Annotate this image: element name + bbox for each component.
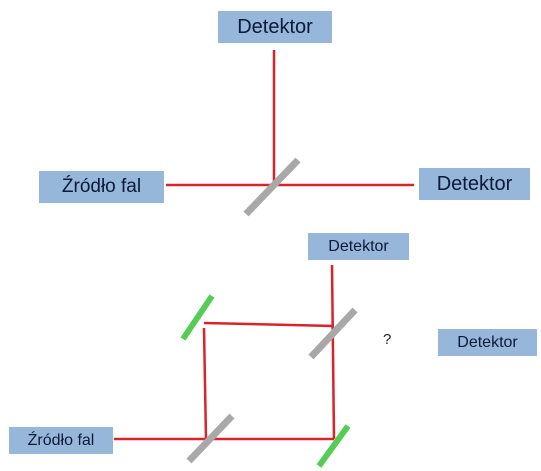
bottom-mirror-lower-right (316, 424, 351, 468)
top-detector-label: Detektor (218, 11, 332, 43)
bottom-source-label: Źródło fal (9, 427, 113, 454)
bottom-right-detector-label: Detektor (438, 329, 537, 356)
bottom-mirror-upper-left (180, 294, 215, 341)
top-source-label: Źródło fal (39, 171, 164, 203)
top-beams (166, 50, 414, 187)
bottom-splitter-upper (308, 307, 358, 360)
bottom-beams (114, 264, 336, 441)
bottom-beam-right-vertical (330, 264, 336, 440)
unknown-output-marker: ? (383, 331, 392, 348)
bottom-splitter-lower (186, 413, 235, 464)
top-beam-splitter (243, 157, 301, 217)
bottom-beam-left-vertical (202, 327, 208, 440)
top-right-detector-label: Detektor (419, 168, 530, 200)
bottom-detector-label: Detektor (308, 233, 409, 260)
bottom-beam-top-horizontal (203, 321, 335, 328)
